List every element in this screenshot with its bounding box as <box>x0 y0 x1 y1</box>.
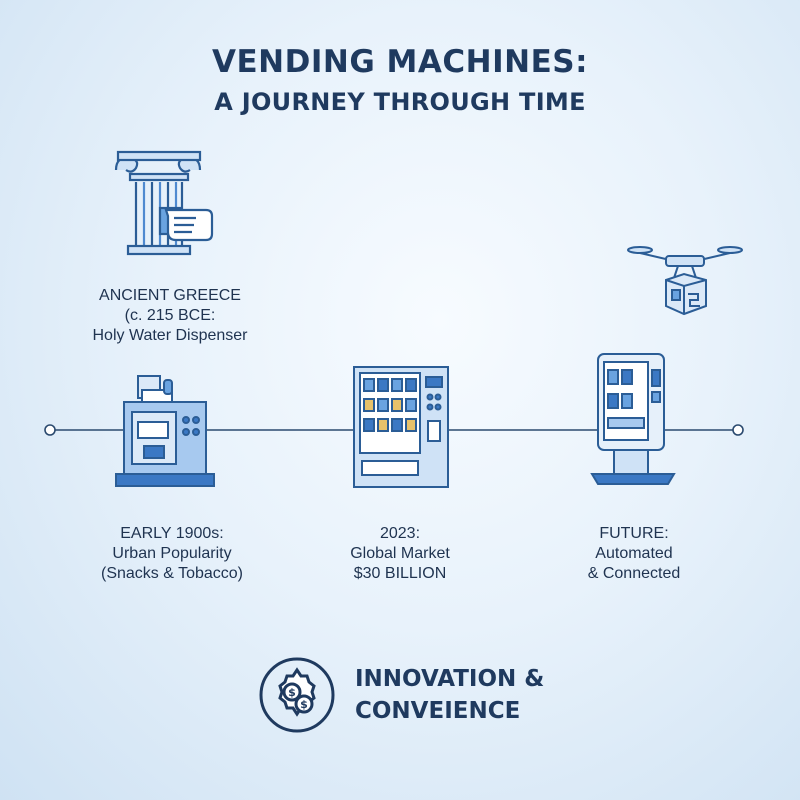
smart-kiosk-icon <box>586 350 686 488</box>
svg-text:$: $ <box>300 698 308 711</box>
footer-line: CONVEIENCE <box>355 698 521 724</box>
caption-2023: 2023: Global Market $30 BILLION <box>300 524 500 584</box>
caption-early-1900s: EARLY 1900s: Urban Popularity (Snacks & … <box>72 524 272 584</box>
caption-future: FUTURE: Automated & Connected <box>534 524 734 584</box>
caption-line: (Snacks & Tobacco) <box>101 565 243 582</box>
caption-line: Holy Water Dispenser <box>92 327 248 344</box>
footer-tagline: INNOVATION & CONVEIENCE <box>355 663 544 727</box>
greek-column-hand-icon <box>110 150 230 268</box>
gear-dollar-icon: $ $ <box>258 656 336 734</box>
subtitle: A JOURNEY THROUGH TIME <box>214 88 586 116</box>
caption-line: Automated <box>595 545 673 562</box>
caption-line: (c. 215 BCE: <box>124 307 216 324</box>
timeline-start-node <box>44 424 56 436</box>
caption-ancient-greece: ANCIENT GREECE (c. 215 BCE: Holy Water D… <box>70 286 270 346</box>
caption-line: 2023: <box>379 525 421 542</box>
timeline-end-node <box>732 424 744 436</box>
svg-text:$: $ <box>288 686 296 699</box>
main-title: VENDING MACHINES: <box>212 44 588 80</box>
caption-line: FUTURE: <box>599 525 669 542</box>
snack-vending-machine-icon <box>352 365 452 490</box>
caption-line: Global Market <box>350 545 450 562</box>
caption-line: Urban Popularity <box>112 545 232 562</box>
caption-line: ANCIENT GREECE <box>99 287 241 304</box>
caption-line: $30 BILLION <box>353 565 447 582</box>
delivery-drone-icon <box>626 240 746 320</box>
caption-line: & Connected <box>587 565 681 582</box>
footer-line: INNOVATION & <box>355 666 545 692</box>
caption-line: EARLY 1900s: <box>120 525 224 542</box>
vintage-vending-machine-icon <box>110 372 220 490</box>
